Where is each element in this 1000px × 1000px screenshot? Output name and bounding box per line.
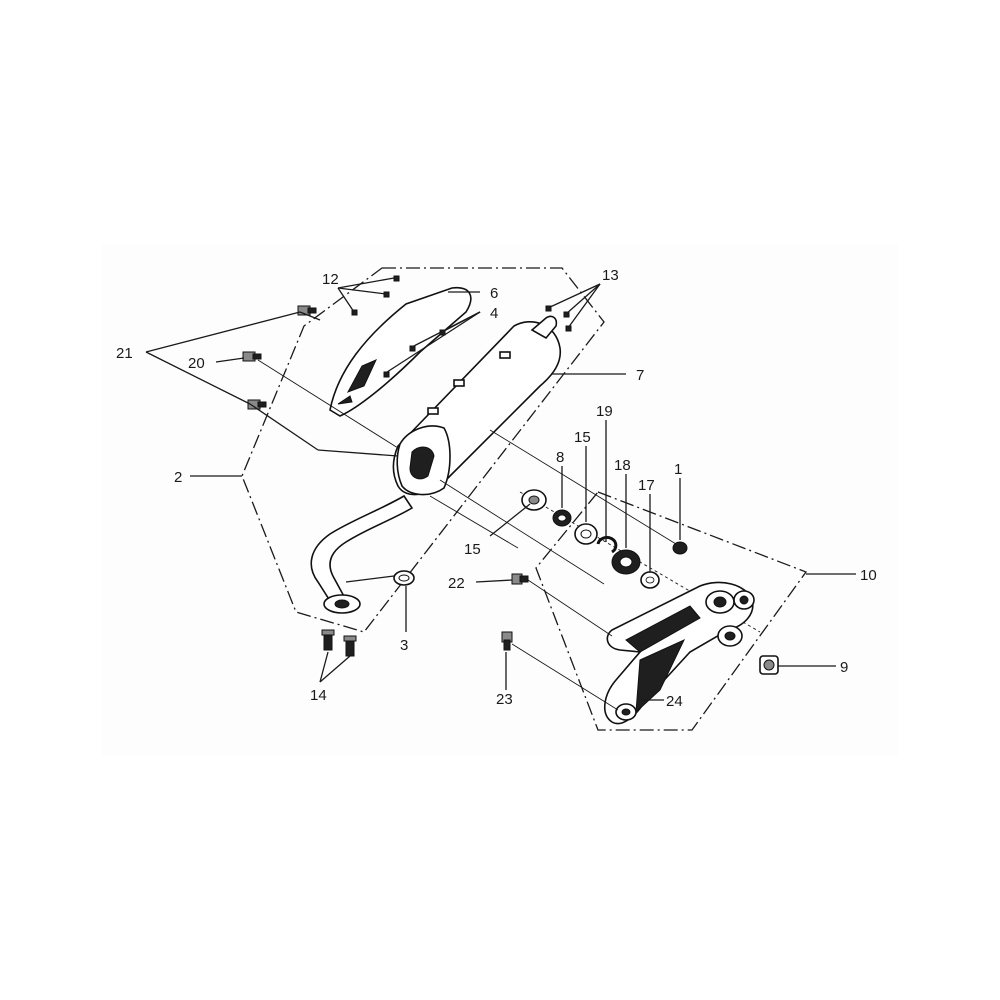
silencer-tab (499, 351, 511, 359)
callout-6: 6 (490, 285, 498, 302)
callout-9: 9 (840, 659, 848, 676)
nut-1 (672, 541, 688, 555)
swing-arm (604, 581, 755, 725)
circlip-19 (596, 535, 618, 554)
callout-7: 7 (636, 367, 644, 384)
collar-9 (759, 655, 779, 675)
callout-12: 12 (322, 271, 339, 288)
stud-bolt (343, 635, 357, 657)
callout-17: 17 (638, 477, 655, 494)
callout-22: 22 (448, 575, 465, 592)
silencer-tab (453, 379, 465, 387)
callout-15-upper: 15 (574, 429, 591, 446)
leader-lines (145, 277, 856, 711)
callout-3: 3 (400, 637, 408, 654)
screw-12 (393, 275, 400, 282)
callout-18: 18 (614, 457, 631, 474)
screw-12 (383, 291, 390, 298)
callout-15-lower: 15 (464, 541, 481, 558)
heat-shield-slot (346, 359, 377, 393)
muffler-assembly (310, 287, 562, 657)
callout-24: 24 (666, 693, 683, 710)
swingarm-group-boundary (535, 491, 808, 731)
callout-1: 1 (674, 461, 682, 478)
screw-13 (565, 325, 572, 332)
callout-8: 8 (556, 449, 564, 466)
bolt-21-upper (297, 305, 317, 316)
silencer-mount-bracket (409, 446, 435, 480)
stud-bolt (321, 629, 335, 651)
screw-13 (545, 305, 552, 312)
screw-13 (563, 311, 570, 318)
screw-12 (351, 309, 358, 316)
diagram-panel (102, 244, 898, 756)
heat-shield-notch (337, 395, 353, 405)
callout-4: 4 (490, 305, 498, 322)
flange-port (334, 599, 350, 609)
callout-20: 20 (188, 355, 205, 372)
bolt-22 (511, 573, 529, 585)
callout-19: 19 (596, 403, 613, 420)
tail-pipe (530, 315, 558, 340)
callout-14: 14 (310, 687, 327, 704)
swing-arm-rib (635, 638, 686, 714)
callout-10: 10 (860, 567, 877, 584)
silencer-tab (427, 407, 439, 415)
bolt-20 (242, 351, 262, 362)
swing-arm-rib (625, 605, 701, 653)
bearing-stack (521, 489, 688, 589)
callout-21: 21 (116, 345, 133, 362)
callout-23: 23 (496, 691, 513, 708)
bolt-23 (501, 631, 513, 651)
bolt-21-lower (247, 399, 267, 410)
callout-2: 2 (174, 469, 182, 486)
callout-13: 13 (602, 267, 619, 284)
muffler-group-boundary (241, 267, 605, 633)
